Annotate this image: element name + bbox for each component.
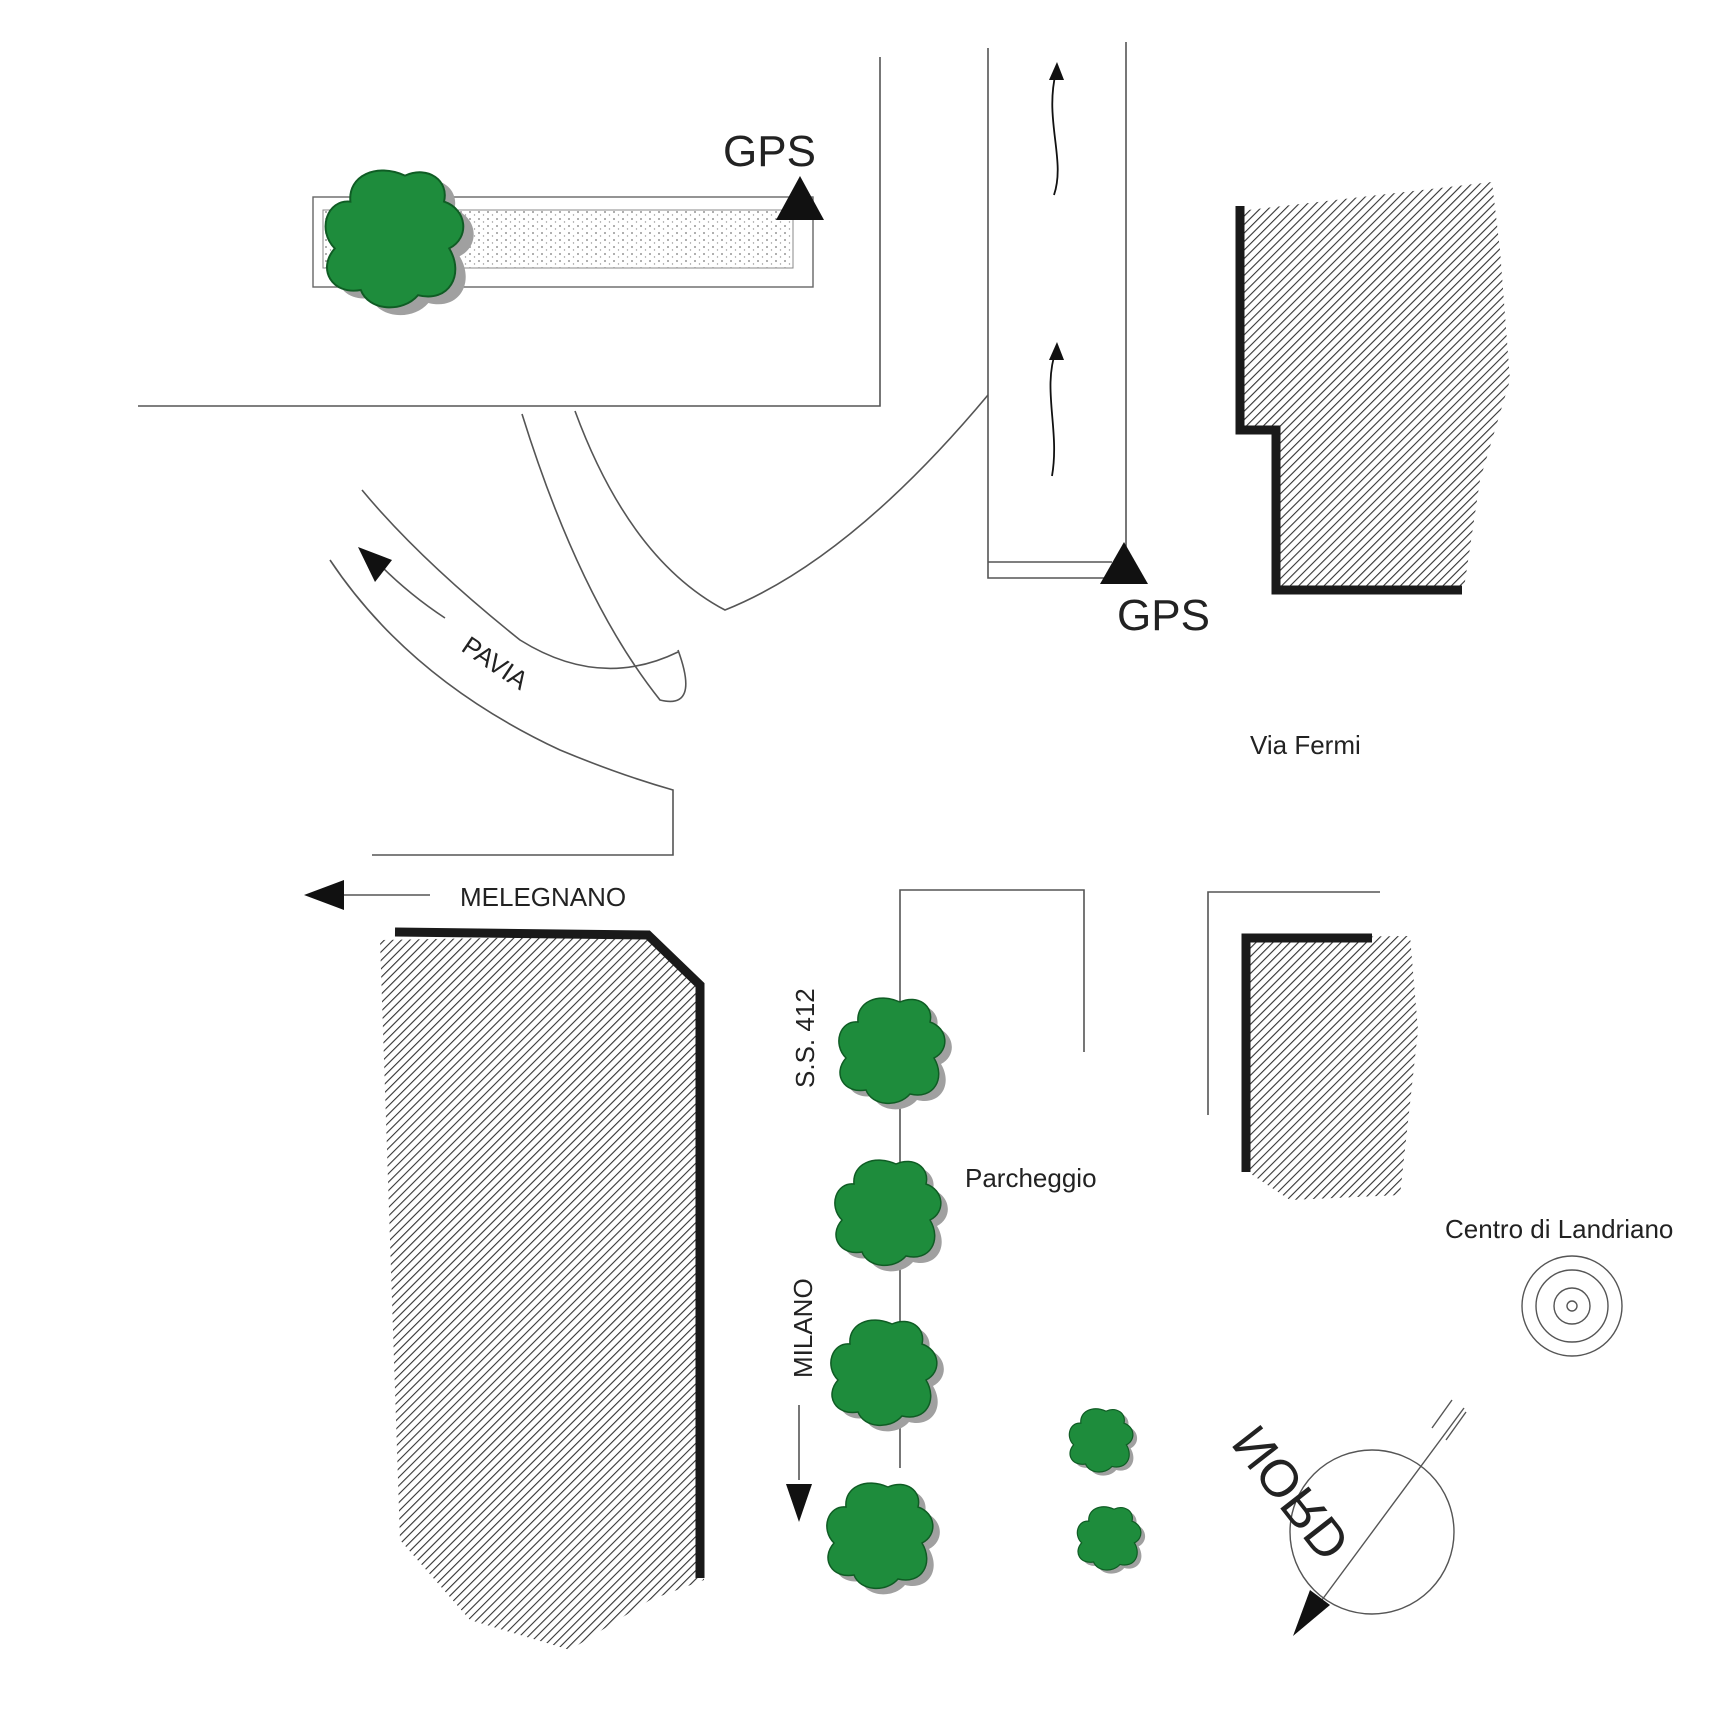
tree-icon xyxy=(1068,1408,1138,1476)
building-lower-left-wall xyxy=(394,927,705,1578)
tree-icon xyxy=(834,1159,948,1272)
gps-mid-triangle-icon xyxy=(1100,542,1148,584)
gps-top-label: GPS xyxy=(723,127,816,176)
pavia-arrowhead-icon xyxy=(358,547,392,582)
lane-arrows xyxy=(1049,71,1059,477)
lane-arrowhead-lower-icon xyxy=(1049,342,1064,360)
building-top-right xyxy=(1240,182,1510,588)
centro-label: Centro di Landriano xyxy=(1445,1214,1673,1244)
tree-icon xyxy=(838,997,952,1110)
tree-icon xyxy=(324,169,474,316)
gps-mid-label: GPS xyxy=(1117,591,1210,640)
building-lower-right xyxy=(1245,936,1418,1200)
curve-ramp xyxy=(521,413,687,703)
building-lower-left xyxy=(380,935,704,1650)
tree-icon xyxy=(830,1319,944,1432)
compass-icon xyxy=(1289,1399,1467,1636)
gps-top-triangle-icon xyxy=(776,176,824,220)
milano-arrowhead-icon xyxy=(786,1484,812,1522)
lane-arrowhead-upper-icon xyxy=(1049,62,1064,80)
building-lower-right-wall xyxy=(1241,933,1372,1172)
top-left-block-outline xyxy=(138,57,881,407)
ss412-label: S.S. 412 xyxy=(790,988,820,1088)
top-lane-left xyxy=(987,48,1112,579)
pavia-road-lower xyxy=(329,559,674,856)
building-top-right-wall xyxy=(1235,206,1462,595)
pavia-direction-line xyxy=(379,564,446,619)
street-lines xyxy=(138,42,1380,1468)
pavia-label: PAVIA xyxy=(457,630,535,696)
lane-arrow-lower xyxy=(1049,349,1057,477)
via-fermi-label: Via Fermi xyxy=(1250,730,1361,760)
melegnano-arrowhead-icon xyxy=(304,880,344,910)
lane-arrow-upper xyxy=(1051,71,1059,196)
pavia-road-upper xyxy=(361,489,679,670)
tree-icon xyxy=(1076,1506,1146,1574)
parcheggio-label: Parcheggio xyxy=(965,1163,1097,1193)
curve-inner xyxy=(574,394,989,611)
target-icon xyxy=(1521,1255,1623,1357)
melegnano-label: MELEGNANO xyxy=(460,882,626,912)
lower-right-outline xyxy=(1207,891,1380,1115)
tree-icon xyxy=(826,1482,940,1595)
milano-label: MILANO xyxy=(788,1278,818,1378)
